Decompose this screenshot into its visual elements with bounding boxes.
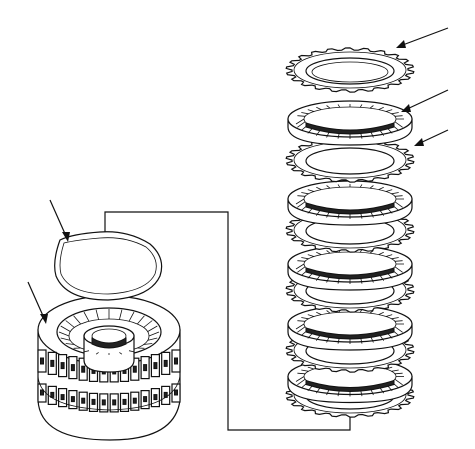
arrow-friction-plate <box>401 89 449 112</box>
drum-tooth-hole <box>153 362 158 370</box>
steel-plate <box>285 137 415 183</box>
drum-tooth-hole <box>70 364 75 372</box>
clutch-housing-drum <box>37 295 181 441</box>
reaction-plate <box>285 47 415 93</box>
snap-ring <box>54 231 163 301</box>
drum-tooth-hole <box>50 391 55 398</box>
drum-tooth-hole <box>40 389 44 396</box>
drum-tooth-hole <box>143 364 148 372</box>
drum-tooth-hole <box>153 394 158 401</box>
drum-tooth-hole <box>81 397 86 404</box>
drum-tooth-hole <box>174 357 178 365</box>
drum-tooth-hole <box>143 396 148 403</box>
assembly-connector-line <box>104 211 351 431</box>
drum-tooth-hole <box>174 389 178 396</box>
drum-tooth-hole <box>70 396 75 403</box>
friction-plate <box>287 180 413 226</box>
arrow-drum <box>27 281 48 324</box>
arrow-reaction-plate <box>396 27 449 48</box>
drum-tooth-hole <box>132 365 137 373</box>
drum-tooth-hole <box>60 394 65 401</box>
drum-tooth-hole <box>60 362 65 370</box>
drum-tooth-hole <box>40 357 44 365</box>
hub-splines <box>58 309 160 355</box>
drum-tooth-hole <box>81 365 86 373</box>
arrow-snap-ring <box>49 199 70 242</box>
arrow-steel-plate <box>414 129 449 146</box>
drum-tooth-hole <box>132 397 137 404</box>
friction-plate <box>287 100 413 146</box>
drum-tooth-hole <box>50 359 55 367</box>
drum-tooth-hole <box>122 398 127 405</box>
drum-tooth-hole <box>91 398 96 405</box>
drum-tooth-hole <box>112 399 117 406</box>
drum-tooth-hole <box>101 399 106 406</box>
friction-plate <box>287 245 413 291</box>
friction-plate <box>287 305 413 351</box>
drum-tooth-hole <box>163 359 168 367</box>
leader-arrows <box>27 27 449 324</box>
clutch-pack-stack <box>285 47 415 418</box>
